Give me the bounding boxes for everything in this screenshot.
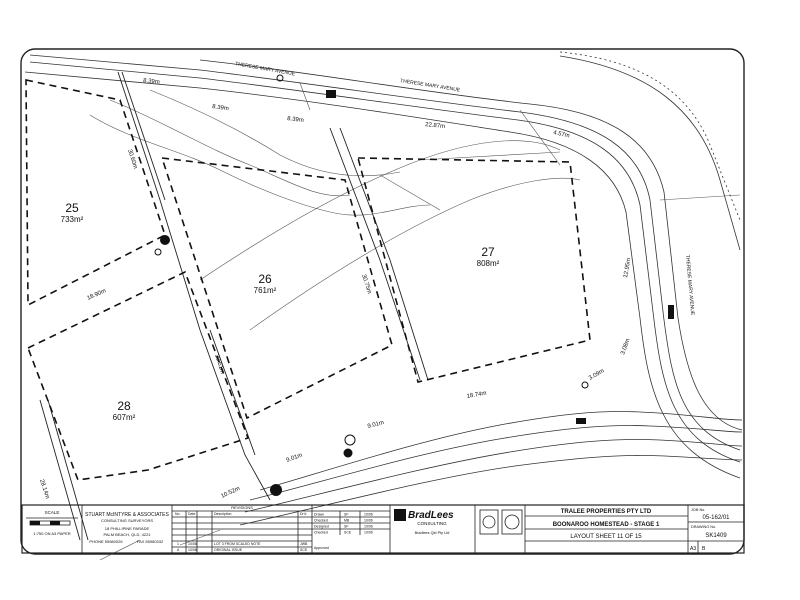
- surveyor-city: PALM BEACH, QLD, 4221: [103, 532, 151, 537]
- drawing-number-label: DRAWING No.: [691, 525, 716, 529]
- rev-header-description: Description: [214, 512, 232, 516]
- client-name: TRALEE PROPERTIES PTY LTD: [561, 509, 652, 515]
- sheet-size: A3: [690, 546, 696, 552]
- lot-27-area: 808m²: [477, 259, 500, 268]
- rev-row-1-no: 1: [177, 542, 179, 546]
- title-block: [21, 504, 745, 554]
- company-logo-text: BradLees: [408, 510, 454, 521]
- surveyor-phone: PHONE 55980026: [89, 539, 123, 544]
- surveyor-subtitle: CONSULTING SURVEYORS: [101, 518, 153, 523]
- dim-lot28-left: 28.14m: [38, 479, 50, 500]
- check-checked-date: 10/06: [364, 519, 373, 523]
- envelope-lot-28: [26, 270, 250, 481]
- envelope-lot-26: [160, 157, 393, 420]
- scale-note: 1:750 ON A3 PAPER: [33, 531, 70, 536]
- lot-27-number: 27: [481, 245, 495, 259]
- check-drawn-date: 10/06: [364, 513, 373, 517]
- scale-label: SCALE: [45, 510, 60, 515]
- rev-row-1-date: 10/06: [188, 542, 197, 546]
- dim-lot26-lower: 30.61m: [213, 354, 225, 375]
- check-checked-label: Checked: [314, 519, 328, 523]
- lot-25-number: 25: [65, 201, 79, 215]
- rev-header-by: Dr'd: [300, 512, 306, 516]
- drawing-number: SK1409: [705, 533, 727, 539]
- dim-top-4: 22.87m: [425, 122, 446, 130]
- rev-row-1-by: JWB: [300, 542, 308, 546]
- service-markers: [154, 74, 674, 496]
- check-drawn-label: Drawn: [314, 513, 324, 517]
- rev-row-2-by: SCE: [300, 548, 308, 552]
- company-subtitle: CONSULTING: [417, 521, 447, 526]
- surveyor-fax: FAX 55980332: [137, 539, 164, 544]
- dim-right-3: 3.09m: [588, 368, 605, 382]
- dim-lot25-side: 18.90m: [86, 288, 107, 302]
- revision-letter: B: [702, 546, 706, 552]
- check-checked2-by: SCE: [344, 531, 352, 535]
- title-block-text: SCALE 1:750 ON A3 PAPER STUART McINTYRE …: [33, 505, 730, 552]
- dim-right-1: 12.95m: [623, 258, 632, 279]
- road-lines: [24, 51, 743, 526]
- surveyor-name: STUART McINTYRE & ASSOCIATES: [85, 512, 169, 518]
- dim-lot26-left: 30.60m: [126, 149, 138, 170]
- rev-header-date: Date: [188, 512, 195, 516]
- check-checked2-label: Checked: [314, 531, 328, 535]
- check-designed-date: 10/06: [364, 525, 373, 529]
- building-envelopes: [25, 79, 591, 481]
- rev-row-1-desc: LOT 3 FROM SCALED NOTE: [214, 542, 261, 546]
- dim-top-1: 8.39m: [143, 78, 160, 86]
- job-number-label: JOB No.: [691, 508, 705, 512]
- rev-row-2-desc: ORIGINAL ISSUE: [214, 548, 243, 552]
- street-name-right: THERESE MARY AVENUE: [684, 255, 695, 317]
- sheet-border: [20, 48, 745, 555]
- contour-lines: [89, 82, 741, 561]
- lot-25-area: 733m²: [61, 215, 84, 224]
- lot-28-number: 28: [117, 399, 131, 413]
- project-name: BOONAROO HOMESTEAD - STAGE 1: [553, 522, 660, 528]
- dim-bottom-3: 9.01m: [286, 453, 304, 464]
- rev-row-2-no: A: [177, 548, 180, 552]
- company-full-name: Bradlees Qld Pty Ltd: [415, 531, 450, 535]
- check-checked-by: MB: [344, 519, 350, 523]
- dim-lot27-side: 30.75m: [360, 274, 372, 295]
- dim-bottom-2: 9.01m: [367, 420, 385, 430]
- check-designed-label: Designed: [314, 525, 329, 529]
- approved-label: Approved: [314, 546, 329, 550]
- dim-top-2: 8.39m: [212, 104, 229, 112]
- sheet-title: LAYOUT SHEET 11 OF 15: [570, 534, 642, 540]
- lot-labels: 25 733m² 26 761m² 27 808m² 28 607m²: [61, 201, 500, 422]
- check-checked2-date: 10/06: [364, 531, 373, 535]
- rev-header-no: No.: [175, 512, 180, 516]
- dim-right-2: 3.08m: [620, 338, 631, 356]
- rev-row-2-date: 10/06: [188, 548, 197, 552]
- surveyor-address: 18 PHILLIPINE PARADE: [105, 526, 150, 531]
- boundary-lines: [39, 71, 429, 541]
- job-number: 05-162/01: [702, 515, 730, 521]
- envelope-lot-25: [25, 79, 166, 307]
- lot-26-number: 26: [258, 272, 272, 286]
- check-designed-by: SF: [344, 525, 348, 529]
- dim-top-3: 8.39m: [287, 116, 304, 124]
- lot-26-area: 761m²: [254, 286, 277, 295]
- dim-top-5: 4.57m: [553, 130, 571, 139]
- dim-bottom-1: 18.74m: [466, 391, 487, 400]
- revisions-title: REVISIONS: [231, 505, 253, 510]
- check-drawn-by: SF: [344, 513, 348, 517]
- dim-bottom-4: 10.52m: [220, 486, 241, 500]
- lot-28-area: 607m²: [113, 413, 136, 422]
